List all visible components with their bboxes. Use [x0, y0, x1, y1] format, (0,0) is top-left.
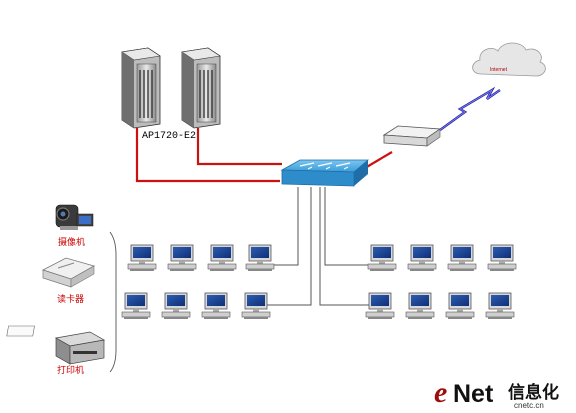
workstation [487, 244, 517, 272]
workstation [485, 292, 515, 320]
workstation [445, 292, 475, 320]
lan-links [262, 187, 370, 306]
device-label-card-reader: 读卡器 [57, 293, 84, 305]
workstation-group-top-right [367, 244, 517, 272]
device-label-printer: 打印机 [57, 364, 84, 376]
printer-icon [6, 325, 106, 365]
network-switch [280, 159, 370, 187]
internet-label: Internet [490, 67, 508, 73]
workstation-group-bottom-right [365, 292, 515, 320]
server-label: AP1720-E2 [142, 131, 196, 142]
server-right [181, 47, 221, 129]
red-links [135, 128, 393, 183]
workstation [207, 244, 237, 272]
workstation [121, 292, 151, 320]
card-reader-icon [41, 257, 96, 288]
workstation [161, 292, 191, 320]
enet-watermark: e Net 信息化 cnetc.cn [434, 376, 559, 410]
wan-link [439, 86, 501, 131]
brand-e: e [434, 376, 447, 409]
workstation [241, 292, 271, 320]
workstation-group-top-left [127, 244, 275, 272]
server-left [121, 47, 161, 129]
workstation [447, 244, 477, 272]
workstation [365, 292, 395, 320]
device-label-camcorder: 摄像机 [58, 236, 85, 248]
camcorder-icon [55, 204, 94, 230]
workstation [407, 244, 437, 272]
workstation [367, 244, 397, 272]
router [382, 125, 442, 147]
workstation [201, 292, 231, 320]
peripheral-bracket [109, 231, 117, 373]
workstation [405, 292, 435, 320]
workstation-group-bottom-left [121, 292, 271, 320]
brand-cn: 信息化 [508, 382, 559, 403]
brand-net: Net [453, 380, 494, 408]
internet-cloud: Internet [472, 42, 546, 77]
workstation [127, 244, 157, 272]
workstation [167, 244, 197, 272]
workstation [245, 244, 275, 272]
brand-domain: cnetc.cn [514, 401, 544, 410]
